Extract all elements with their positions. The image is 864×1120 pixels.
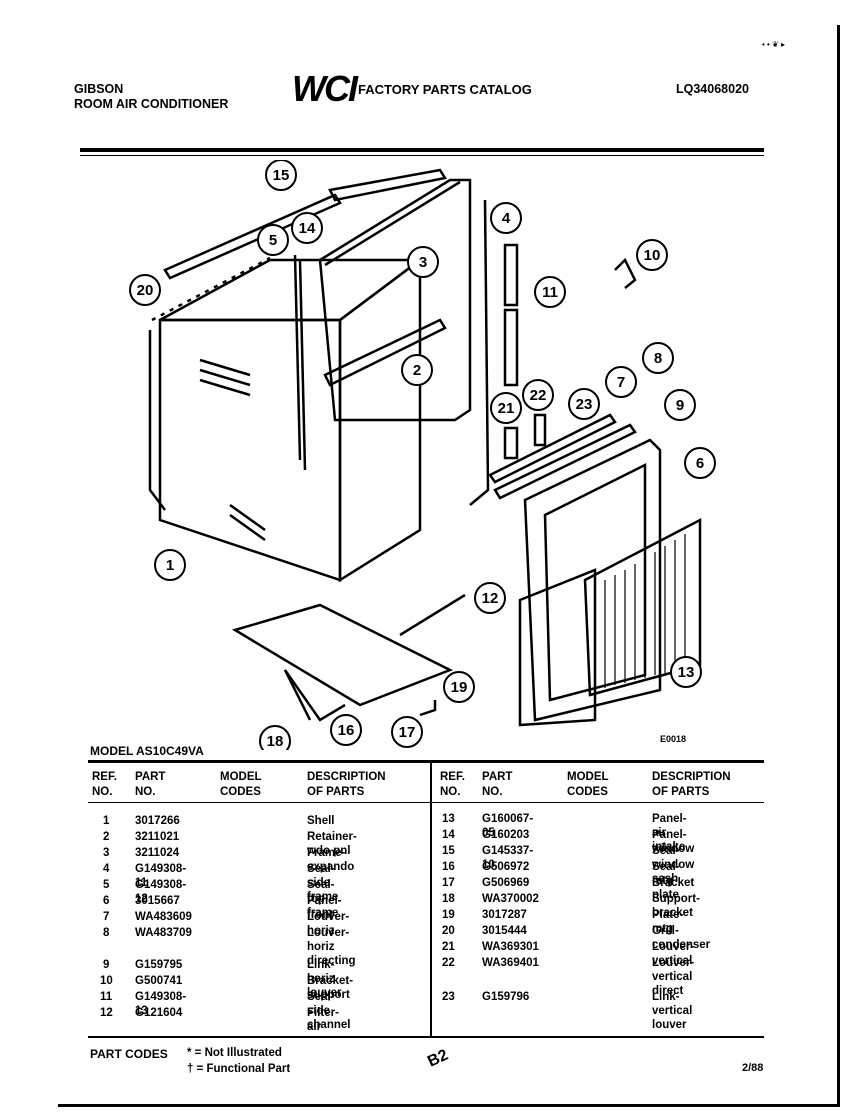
table-divider	[430, 763, 432, 1038]
part-codes-label: PART CODES	[90, 1047, 168, 1061]
catalog-date: 2/88	[742, 1062, 764, 1074]
callout-15: 15	[265, 160, 297, 191]
svg-text:5: 5	[269, 232, 277, 249]
panel-window-part	[328, 168, 448, 202]
diagram-code: E0018	[660, 734, 686, 744]
callout-19: 19	[443, 671, 475, 703]
louver-vertical-direct-part	[533, 413, 547, 447]
table-bottom-rule	[88, 1036, 764, 1038]
callout-9: 9	[664, 389, 696, 421]
louver-horiz-part	[493, 423, 637, 500]
svg-text:11: 11	[542, 284, 558, 301]
callout-22: 22	[522, 379, 554, 411]
col-part-no-right: PART NO.	[482, 771, 513, 798]
svg-text:22: 22	[530, 387, 547, 404]
filter-air-part	[518, 568, 597, 727]
plate-mtg-part	[231, 603, 454, 707]
frame-expando-part	[318, 178, 472, 422]
svg-text:16: 16	[338, 722, 355, 739]
retainer-part	[323, 318, 447, 387]
callout-5: 5	[257, 224, 289, 256]
callout-18: 18	[259, 725, 291, 750]
seal-side-channel-lower	[503, 308, 519, 387]
callout-8: 8	[642, 342, 674, 374]
callout-12: 12	[474, 582, 506, 614]
svg-text:23: 23	[576, 396, 593, 413]
svg-text:7: 7	[617, 374, 625, 391]
header-underline	[88, 802, 764, 803]
svg-text:6: 6	[696, 455, 704, 472]
col-model-codes-right: MODEL CODES	[567, 771, 609, 798]
callout-17: 17	[391, 716, 423, 748]
svg-text:2: 2	[413, 362, 421, 379]
svg-text:10: 10	[644, 247, 661, 264]
svg-text:19: 19	[451, 679, 468, 696]
exploded-parts-diagram: 1 2 3 4 5 6 7 8 9 10 11 12 13 14 15 16 1…	[129, 160, 716, 750]
svg-text:3: 3	[419, 254, 427, 271]
svg-text:12: 12	[482, 590, 499, 607]
filter-rod	[399, 593, 466, 637]
svg-text:8: 8	[654, 350, 662, 367]
corner-marks: • • ❦ ▸	[762, 40, 785, 49]
svg-text:1: 1	[166, 557, 174, 574]
seal-side-channel-upper	[503, 243, 519, 307]
callout-14: 14	[291, 212, 323, 244]
col-ref-no: REF. NO.	[92, 771, 117, 798]
col-description-right: DESCRIPTION OF PARTS	[652, 771, 731, 798]
col-description: DESCRIPTION OF PARTS	[307, 771, 386, 798]
svg-text:17: 17	[399, 724, 416, 741]
code-not-illustrated: * = Not Illustrated	[187, 1047, 282, 1059]
louver-horiz-directing-part	[488, 413, 617, 484]
louver-vertical-part	[503, 426, 519, 460]
callout-11: 11	[534, 276, 566, 308]
catalog-number: LQ34068020	[676, 82, 749, 96]
panel-front-part	[523, 438, 662, 722]
svg-text:13: 13	[678, 664, 695, 681]
support-bracket-part	[283, 669, 346, 722]
svg-text:20: 20	[137, 282, 154, 299]
page-frame	[58, 25, 840, 1107]
brand-name: GIBSON	[74, 82, 124, 96]
callout-13: 13	[670, 656, 702, 688]
svg-text:18: 18	[267, 733, 284, 750]
code-functional-part: † = Functional Part	[187, 1063, 291, 1075]
callout-6: 6	[684, 447, 716, 479]
seal-side-frame-part	[469, 199, 490, 506]
callout-1: 1	[154, 549, 186, 581]
table-top-rule	[88, 760, 764, 763]
svg-text:21: 21	[498, 400, 515, 417]
header-rule-thin	[80, 155, 764, 156]
callout-20: 20	[129, 274, 161, 306]
grill-condenser-part	[148, 330, 166, 511]
model-number: MODEL AS10C49VA	[90, 744, 204, 758]
col-ref-no-right: REF. NO.	[440, 771, 465, 798]
col-model-codes: MODEL CODES	[220, 771, 262, 798]
svg-text:14: 14	[299, 220, 316, 237]
seal-top-frame-part	[293, 254, 302, 461]
callout-4: 4	[490, 202, 522, 234]
callout-16: 16	[330, 714, 362, 746]
callout-23: 23	[568, 388, 600, 420]
svg-text:15: 15	[273, 167, 290, 184]
catalog-title: FACTORY PARTS CATALOG	[358, 82, 532, 97]
bracket-part	[419, 700, 437, 717]
seal-window-sash-part	[163, 193, 342, 280]
callout-2: 2	[401, 354, 433, 386]
bracket-support-part	[614, 257, 637, 289]
callout-10: 10	[636, 239, 668, 271]
product-name: ROOM AIR CONDITIONER	[74, 97, 229, 111]
col-part-no: PART NO.	[135, 771, 166, 798]
callout-7: 7	[605, 366, 637, 398]
wci-logo: WCI	[292, 68, 358, 109]
svg-text:4: 4	[502, 210, 511, 227]
callout-3: 3	[407, 246, 439, 278]
callout-21: 21	[490, 392, 522, 424]
header-rule-thick	[80, 148, 764, 152]
svg-text:9: 9	[676, 397, 684, 414]
